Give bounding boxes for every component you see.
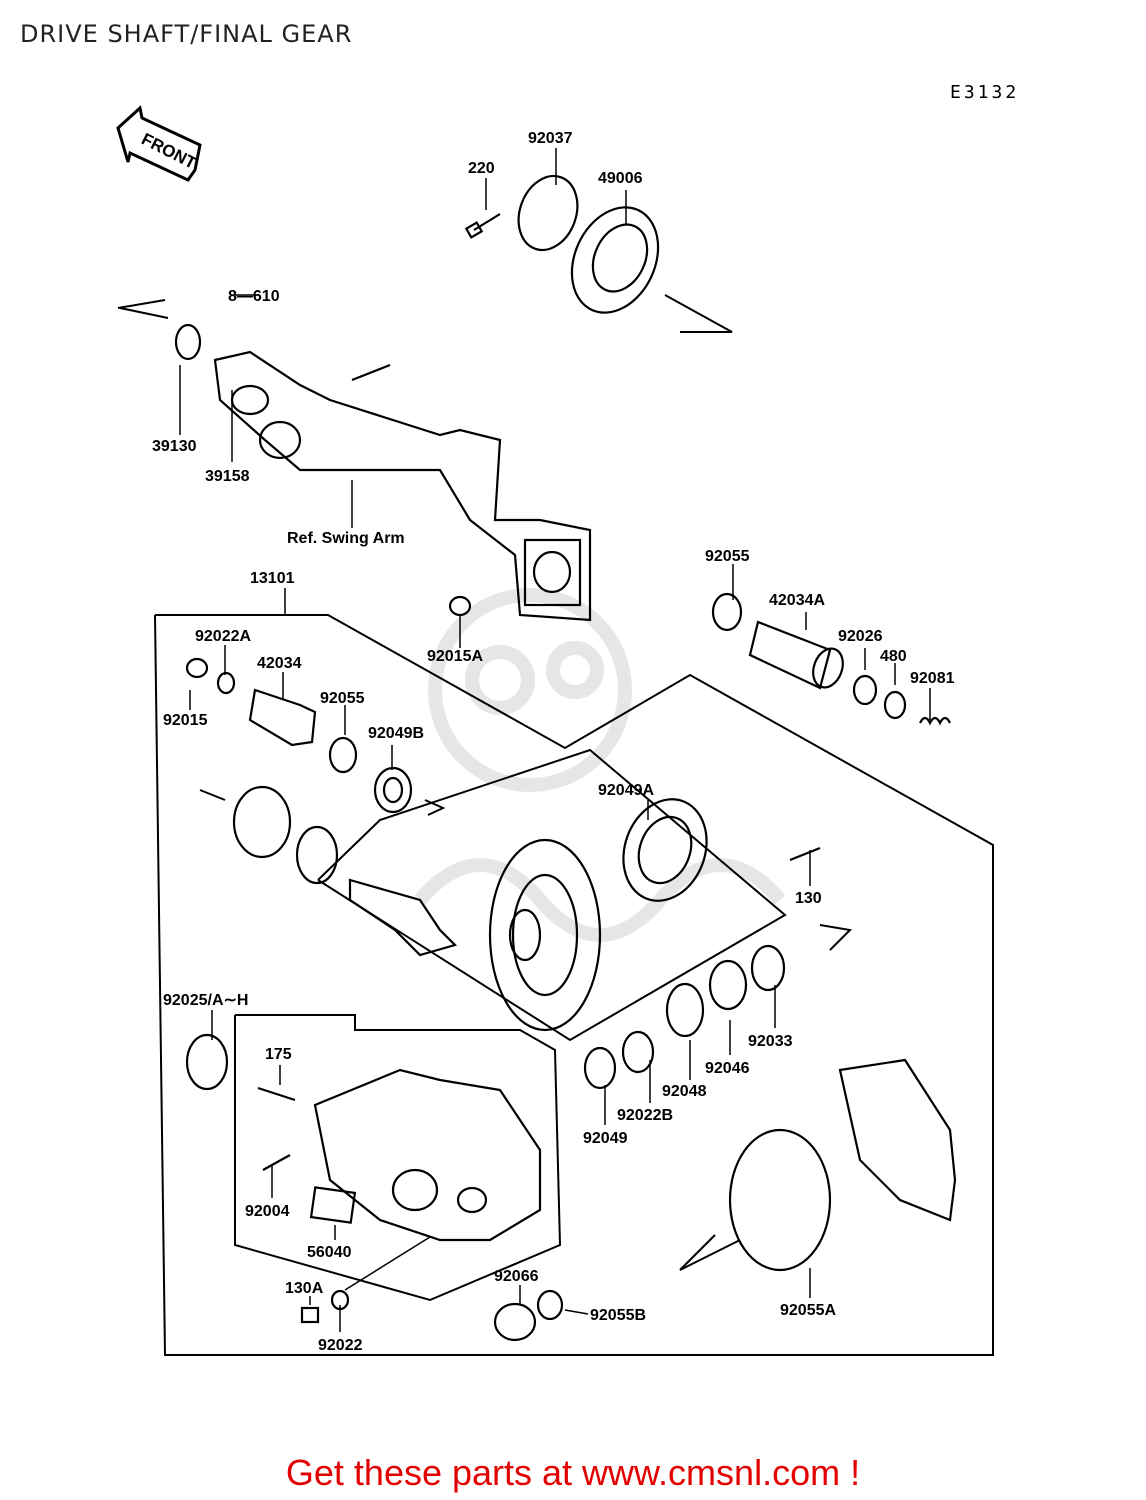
part-label-92026: 92026 [838, 628, 883, 645]
part-label-56040: 56040 [307, 1244, 352, 1261]
part-label-42034: 42034 [257, 655, 302, 672]
part-label-49006: 49006 [598, 170, 643, 187]
watermark-logo [414, 588, 786, 942]
part-label-92046: 92046 [705, 1060, 750, 1077]
part-label-220: 220 [468, 160, 495, 177]
exploded-parts-diagram: FRONT [116, 105, 994, 1356]
part-label-480: 480 [880, 648, 907, 665]
part-label-92049B: 92049B [368, 725, 425, 742]
part-label-92025: 92025/A∼H [163, 992, 249, 1009]
front-arrow-icon: FRONT [116, 105, 202, 182]
part-label-92055B: 92055B [590, 1307, 647, 1324]
part-label-175: 175 [265, 1046, 292, 1063]
part-label-92048: 92048 [662, 1083, 707, 1100]
part-drawings [174, 174, 957, 1342]
ref-swing-arm-label: Ref. Swing Arm [287, 530, 405, 547]
part-label-92022: 92022 [318, 1337, 363, 1354]
part-label-8-610: 8—610 [228, 288, 280, 305]
part-label-130: 130 [795, 890, 822, 907]
part-label-92066: 92066 [494, 1268, 539, 1285]
part-label-130A: 130A [285, 1280, 324, 1297]
part-label-13101: 13101 [250, 570, 295, 587]
page-title: DRIVE SHAFT/FINAL GEAR [20, 20, 353, 48]
part-label-92081: 92081 [910, 670, 955, 687]
part-label-39130: 39130 [152, 438, 197, 455]
part-label-92055-right: 92055 [705, 548, 750, 565]
part-label-92022B: 92022B [617, 1107, 674, 1124]
part-label-92004: 92004 [245, 1203, 290, 1220]
part-label-92015: 92015 [163, 712, 208, 729]
leader-lines [179, 148, 931, 1332]
front-arrow-label: FRONT [138, 129, 199, 173]
assembly-outline [117, 294, 994, 1356]
part-label-92055-left: 92055 [320, 690, 365, 707]
diagram-code: E3132 [950, 82, 1020, 103]
part-label-92055A: 92055A [780, 1302, 837, 1319]
part-label-92015A: 92015A [427, 648, 484, 665]
part-label-92033: 92033 [748, 1033, 793, 1050]
part-label-42034A: 42034A [769, 592, 826, 609]
part-label-92049: 92049 [583, 1130, 628, 1147]
part-label-39158: 39158 [205, 468, 250, 485]
part-label-92049A: 92049A [598, 782, 655, 799]
part-label-92022A: 92022A [195, 628, 252, 645]
part-label-92037: 92037 [528, 130, 573, 147]
footer-cta-link[interactable]: Get these parts at www.cmsnl.com ! [285, 1452, 861, 1493]
